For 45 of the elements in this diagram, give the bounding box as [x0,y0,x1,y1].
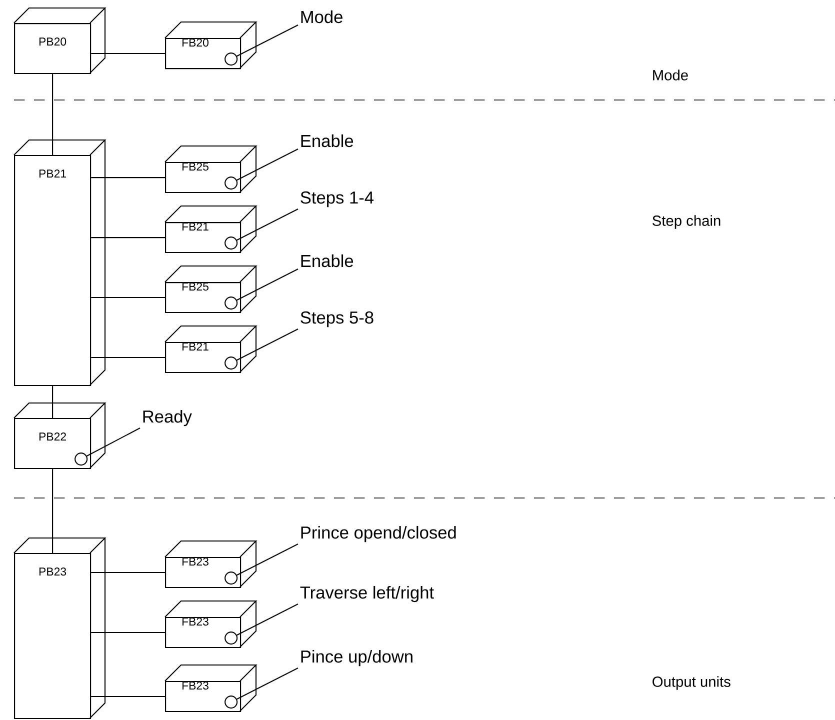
connector-line [91,53,165,54]
port-circle [224,356,238,370]
signal-label: Mode [301,10,342,24]
connector-line [91,696,165,698]
connector-line [91,297,165,298]
section-label: Step chain [652,215,720,229]
leader-line [236,148,298,181]
program-block: PB21 [13,139,106,386]
signal-label: Steps 5-8 [300,311,374,328]
port-circle [224,696,238,709]
signal-label: Pince up/down [301,650,412,666]
section-label: Output units [652,676,730,690]
signal-label: Enable [301,254,354,268]
leader-line [236,24,298,57]
leader-line [236,268,298,301]
port-circle [224,52,238,66]
connector-line [91,572,165,574]
leader-line [236,668,298,700]
program-block: PB22 [13,402,106,470]
port-circle [224,572,238,585]
connector-line [52,386,54,418]
leader-line [236,328,298,361]
signal-label: Prince opend/closed [301,526,456,542]
leader-line [236,604,298,636]
connector-line [91,632,165,634]
connector-line [91,177,165,178]
port-circle [224,296,238,310]
signal-label: Traverse left/right [300,586,434,602]
section-label: Mode [653,70,688,80]
leader-line [86,428,140,456]
leader-line [236,208,298,241]
connector-line [91,237,165,238]
signal-label: Steps 1-4 [300,191,374,208]
signal-label: Enable [301,134,354,148]
port-circle [224,176,238,190]
program-block: PB20 [13,7,106,74]
leader-line [236,544,298,576]
connector-line [52,469,54,553]
connector-line [91,357,165,358]
port-circle [224,632,238,645]
port-circle [224,236,238,250]
connector-line [52,74,54,155]
program-block: PB23 [13,537,106,720]
port-circle [74,452,88,466]
signal-label: Ready [143,410,192,426]
